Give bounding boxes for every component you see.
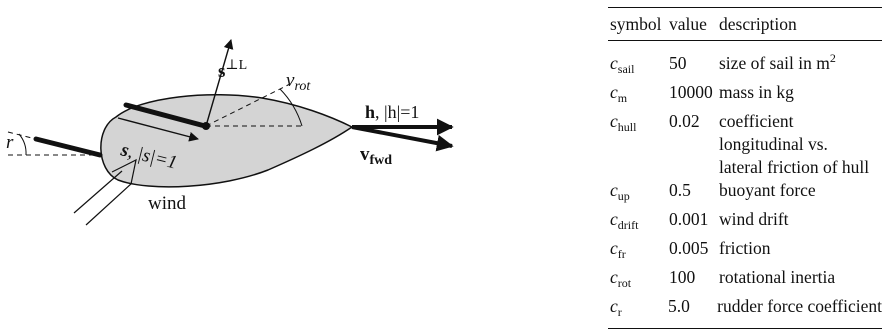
row-description: mass in kg (719, 81, 794, 102)
sail (123, 102, 208, 129)
table-row: chull 0.02 coefficient longitudinal vs. … (608, 110, 882, 179)
row-symbol: cup (610, 179, 630, 203)
table-row: cup 0.5 buoyant force (608, 179, 882, 208)
row-description: buoyant force (719, 179, 816, 200)
header-value: value (669, 13, 707, 34)
rudder-angle-arc (18, 133, 27, 156)
table-row: cr 5.0 rudder force coefficient (608, 295, 882, 324)
table-row: csail 50 size of sail in m2 (608, 47, 882, 81)
rotation-ref-dashed (205, 83, 291, 127)
rudder-angle-label: r (6, 132, 14, 153)
parameter-table: symbol value description csail 50 size o… (608, 7, 882, 329)
v-rot-label: vrot (286, 70, 311, 94)
row-value: 0.5 (669, 179, 691, 200)
row-symbol: crot (610, 266, 632, 290)
row-description: rotational inertia (719, 266, 836, 287)
row-description: coefficient longitudinal vs. lateral fri… (719, 110, 870, 177)
v-fwd-arrow (351, 125, 454, 152)
s-vector-arrow (117, 117, 199, 142)
row-value: 10000 (669, 81, 713, 102)
row-symbol: cfr (610, 237, 626, 261)
row-value: 0.001 (669, 208, 709, 229)
row-symbol: cdrift (610, 208, 639, 232)
row-description: friction (719, 237, 771, 258)
row-value: 0.005 (669, 237, 709, 258)
table-row: cdrift 0.001 wind drift (608, 208, 882, 237)
wind-arrow (73, 158, 137, 226)
rudder-axis-dashed (7, 131, 101, 156)
row-description: rudder force coefficient (717, 295, 882, 316)
s-perp-label: s⊥L (218, 58, 247, 82)
header-description: description (719, 13, 797, 34)
wind-label: wind (148, 193, 187, 214)
s-perp-arrow (205, 39, 234, 127)
row-value: 0.02 (669, 110, 700, 131)
row-value: 5.0 (668, 295, 690, 316)
table-header-row: symbol value description (608, 8, 882, 40)
row-value: 50 (669, 52, 687, 73)
row-symbol: csail (610, 52, 635, 76)
table-top-rule (608, 7, 882, 8)
hull-shape (100, 94, 354, 188)
row-symbol: chull (610, 110, 637, 134)
table-header-rule (608, 40, 882, 41)
row-symbol: cm (610, 81, 628, 105)
rotation-angle-arc (279, 88, 303, 127)
row-description: wind drift (719, 208, 789, 229)
table-row: crot 100 rotational inertia (608, 266, 882, 295)
row-symbol: cr (610, 295, 622, 319)
table-row: cm 10000 mass in kg (608, 81, 882, 110)
v-fwd-label: vfwd (360, 144, 392, 168)
header-symbol: symbol (610, 13, 662, 34)
row-description: size of sail in m2 (719, 51, 836, 73)
row-value: 100 (669, 266, 696, 287)
h-label: h, |h|=1 (365, 102, 419, 122)
table-row: cfr 0.005 friction (608, 237, 882, 266)
